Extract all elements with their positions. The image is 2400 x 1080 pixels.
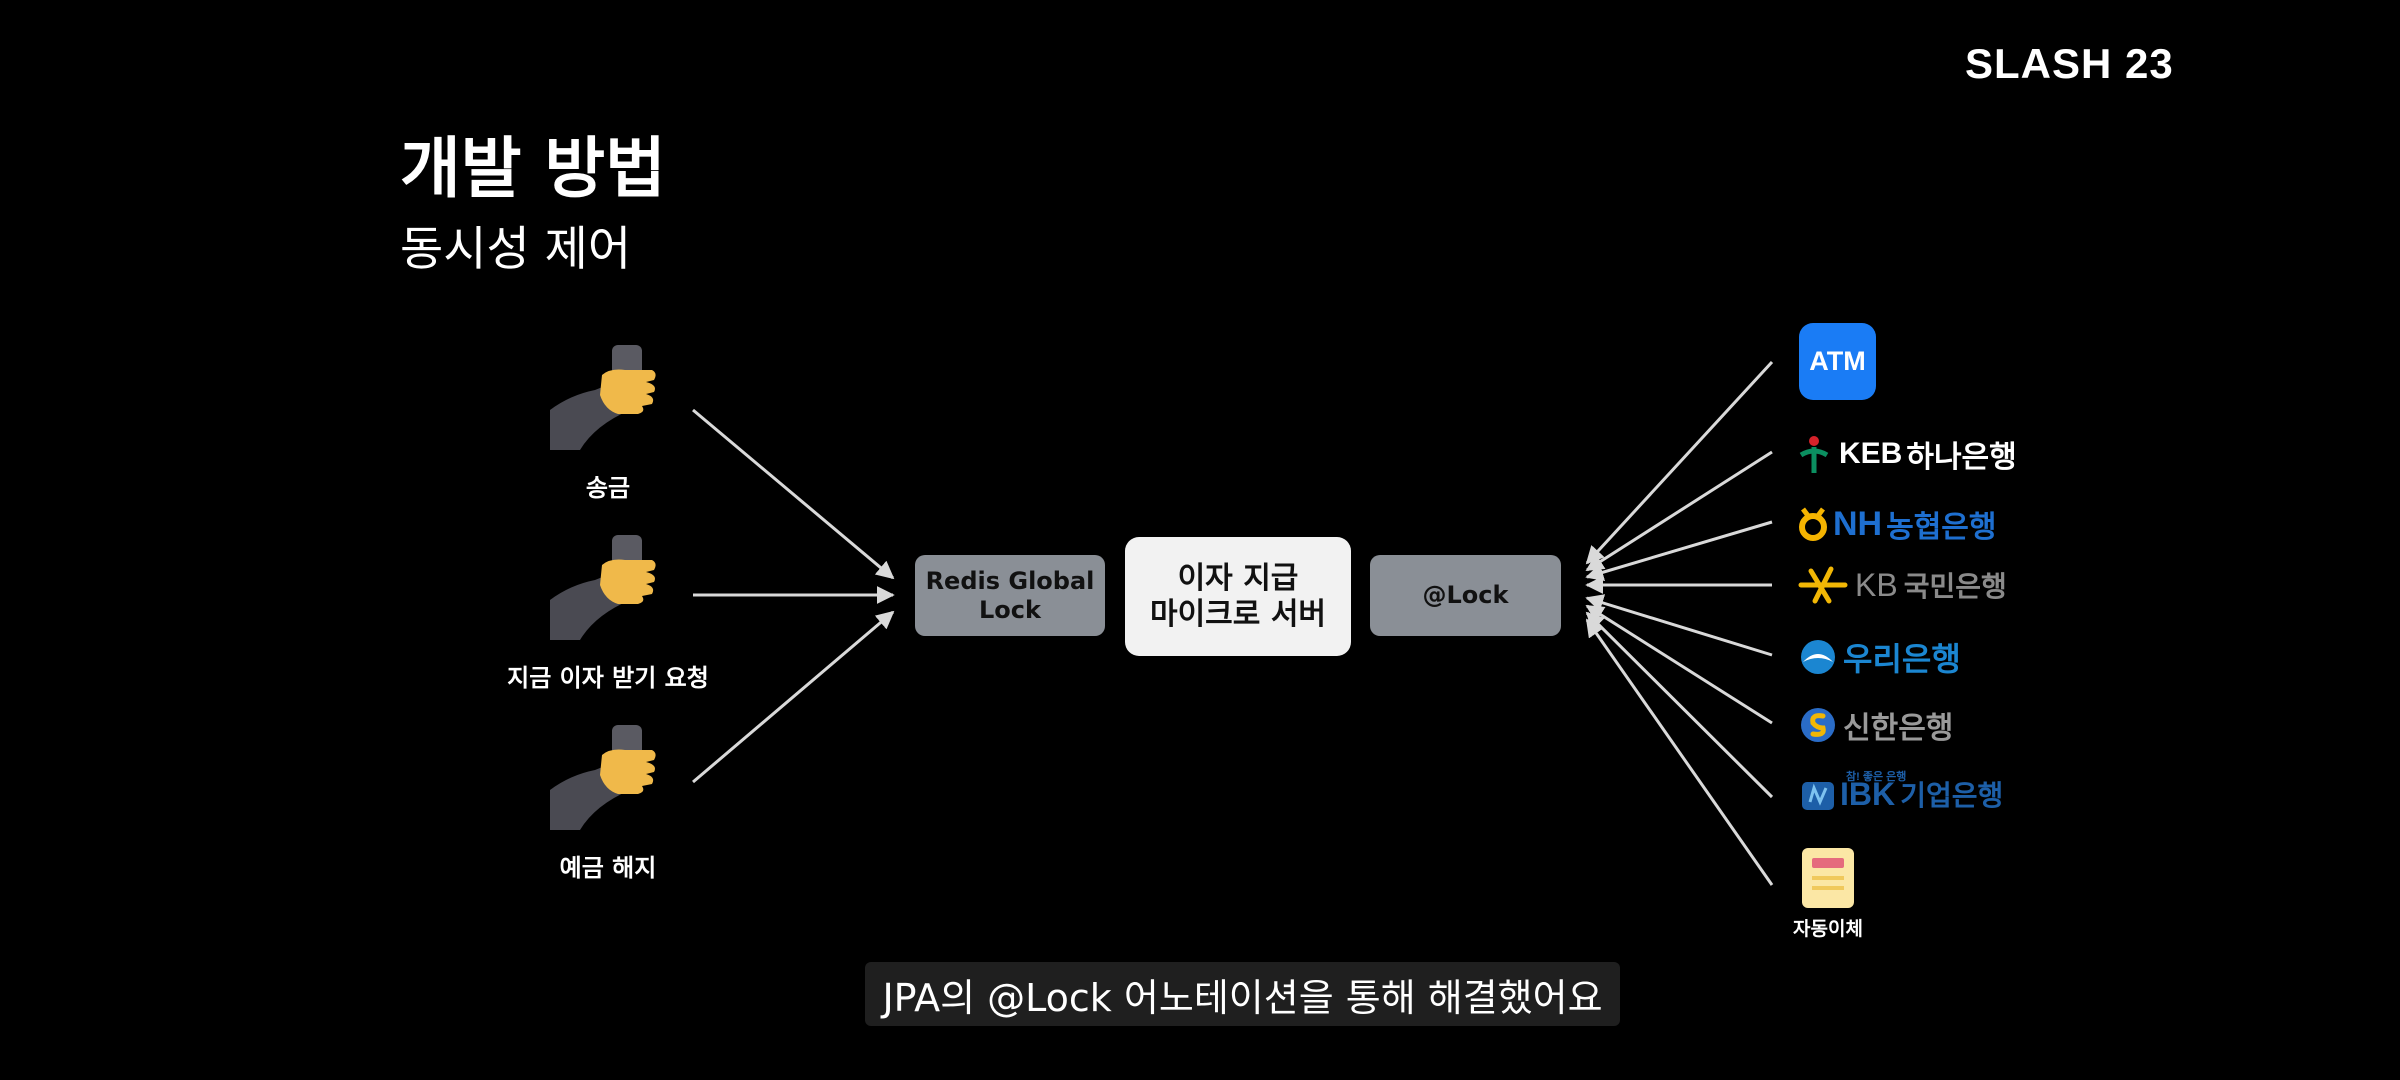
client-label: 지금 이자 받기 요청 [507, 664, 709, 692]
kb-name: 국민은행 [1903, 571, 2007, 602]
arrow-remit-to-redis [692, 408, 895, 580]
hand-phone-icon [550, 535, 656, 640]
ibk-name: 기업은행 [1900, 780, 2004, 811]
shinhan-symbol-icon [1801, 708, 1835, 742]
nh-name: 농협은행 [1886, 511, 1997, 544]
page-title: 개발 방법 [400, 130, 666, 207]
arrow-nh-to-lock [1585, 520, 1773, 582]
woori-symbol-icon [1801, 640, 1835, 674]
box-line: Redis Global [925, 566, 1095, 595]
box-line: 이자 지급 [1177, 560, 1299, 596]
keb-hana-bank-logo: KEB 하나은행 [1793, 432, 2017, 476]
arrow-keb-to-lock [1585, 450, 1773, 572]
hana-symbol-icon [1799, 436, 1829, 473]
client-label: 송금 [585, 474, 631, 502]
client-interest-request [550, 530, 660, 644]
brand-logo: SLASH 23 [1965, 40, 2174, 87]
client-remit [550, 340, 660, 454]
ibk-symbol-icon [1802, 782, 1834, 810]
page-subtitle: 동시성 제어 [400, 222, 632, 277]
arrow-cancel-to-redis [692, 610, 895, 784]
kb-kookmin-bank-logo: KB 국민은행 [1797, 565, 2007, 605]
ibk-tagline: 참! 좋은 은행 [1846, 771, 1907, 783]
woori-bank-logo: 우리은행 [1799, 634, 1961, 680]
box-line: Lock [979, 595, 1041, 624]
nh-bank-logo: NH 농협은행 [1797, 502, 1997, 546]
arrow-woori-to-lock [1585, 594, 1773, 657]
arrow-auto-transfer-to-lock [1585, 618, 1774, 886]
atm-icon: ATM [1799, 323, 1876, 400]
woori-name: 우리은행 [1843, 641, 1961, 677]
jpa-lock-box: @Lock [1370, 555, 1561, 636]
keb-mark: KEB [1839, 437, 1903, 470]
shinhan-bank-logo: 신한은행 [1799, 703, 1953, 747]
client-deposit-cancel [550, 720, 660, 834]
auto-transfer-document-icon [1802, 848, 1854, 908]
nh-symbol-icon [1799, 507, 1827, 541]
shinhan-name: 신한은행 [1843, 712, 1954, 745]
box-line: @Lock [1422, 581, 1509, 610]
arrow-ibk-to-lock [1585, 611, 1774, 799]
kb-mark: KB [1855, 566, 1898, 603]
atm-label: ATM [1809, 346, 1866, 376]
nh-mark: NH [1833, 504, 1883, 543]
ibk-bank-logo: 참! 좋은 은행 IBK 기업은행 [1800, 771, 2004, 814]
arrow-atm-to-lock [1585, 360, 1774, 565]
auto-transfer-label: 자동이체 [1793, 918, 1863, 940]
arrow-shinhan-to-lock [1585, 604, 1773, 725]
kb-star-icon [1798, 566, 1848, 604]
hand-phone-icon [550, 725, 656, 830]
client-label: 예금 해지 [559, 854, 657, 882]
keb-name: 하나은행 [1906, 441, 2017, 474]
ibk-mark: IBK [1840, 776, 1896, 812]
hand-phone-icon [550, 345, 656, 450]
subtitle-caption: JPA의 @Lock 어노테이션을 통해 해결했어요 [865, 962, 1620, 1026]
box-line: 마이크로 서버 [1149, 596, 1327, 632]
